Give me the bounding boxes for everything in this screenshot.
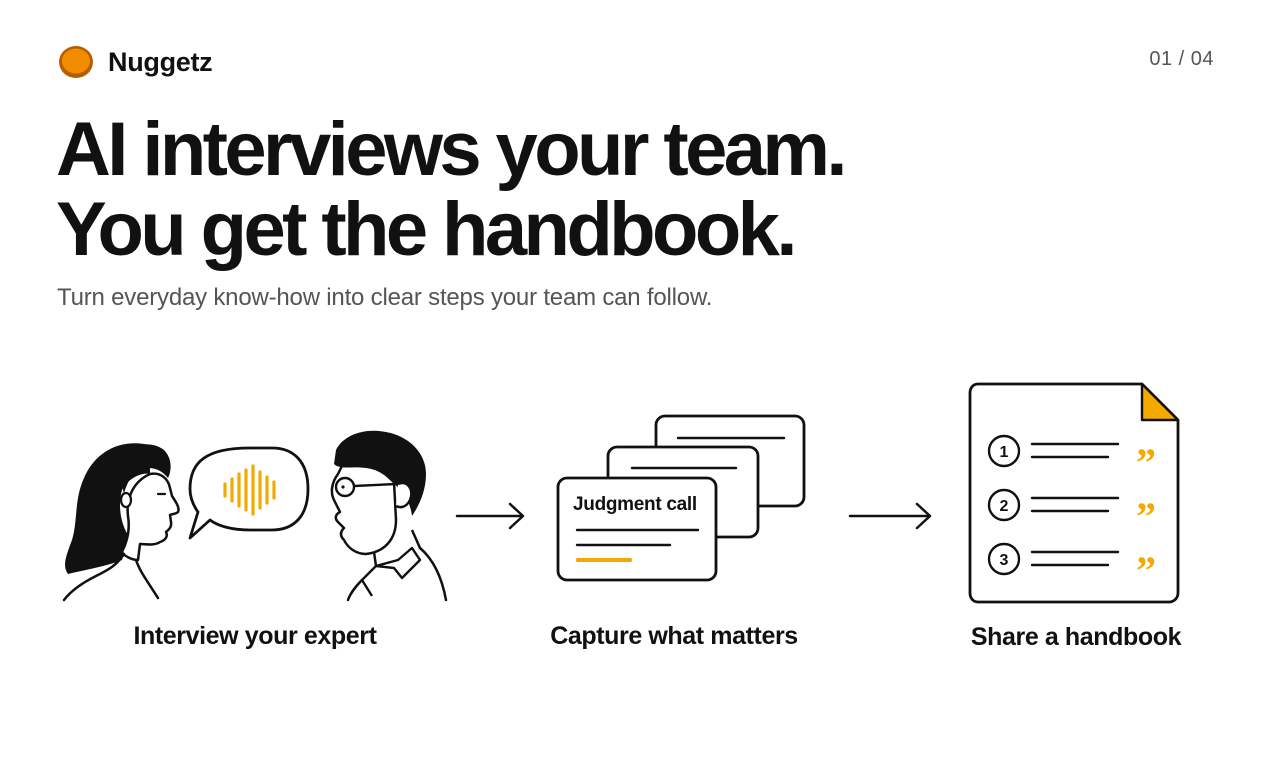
list-number-2: 2: [1000, 498, 1009, 515]
step-label-share: Share a handbook: [971, 623, 1182, 651]
man-with-glasses-icon: [330, 430, 448, 602]
handbook-list-item: 1 ”: [987, 434, 1156, 485]
step-label-capture: Capture what matters: [550, 622, 798, 650]
quote-mark-icon: ”: [1136, 440, 1156, 485]
subtitle: Turn everyday know-how into clear steps …: [57, 284, 713, 311]
quote-mark-icon: ”: [1136, 548, 1156, 593]
headline-line-1: AI interviews your team.: [56, 107, 848, 192]
speech-bubble-waveform-icon: [188, 446, 310, 540]
arrow-right-icon: [848, 502, 932, 530]
handbook-list-item: 2 ”: [987, 488, 1156, 539]
step-label-interview: Interview your expert: [133, 622, 377, 650]
list-number-1: 1: [1000, 444, 1009, 461]
headline-line-2: You get the handbook.: [56, 187, 797, 272]
arrow-right-icon: [455, 502, 525, 530]
brand-name: Nuggetz: [108, 46, 213, 77]
headline: AI interviews your team. You get the han…: [56, 107, 848, 272]
document-icon: 1 ” 2 ” 3 ”: [968, 382, 1180, 604]
stacked-cards-icon: Judgment call: [556, 414, 806, 582]
handbook-list-item: 3 ”: [987, 542, 1156, 593]
page-counter: 01 / 04: [1149, 48, 1214, 70]
brand-logo-icon: [59, 46, 93, 78]
brand: Nuggetz: [57, 43, 213, 81]
quote-mark-icon: ”: [1136, 494, 1156, 539]
card-title: Judgment call: [573, 494, 697, 515]
woman-icon: [62, 443, 180, 602]
list-number-3: 3: [1000, 552, 1009, 569]
